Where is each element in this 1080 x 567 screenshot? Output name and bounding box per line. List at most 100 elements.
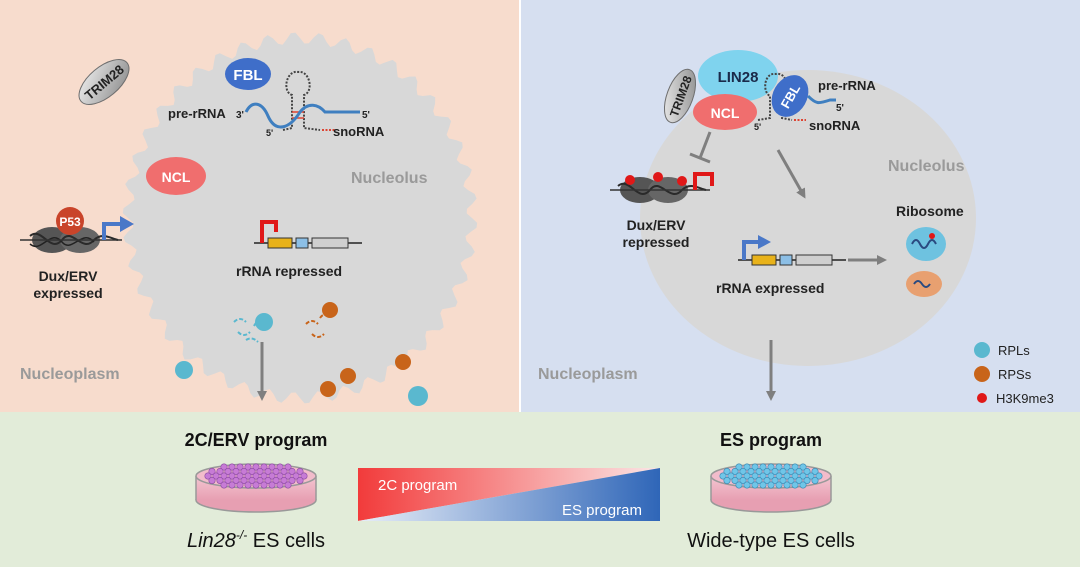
cell-dot [236, 463, 244, 471]
cell-dot [240, 476, 248, 484]
cell-dot [771, 476, 779, 484]
right-activate-arrow [776, 149, 806, 199]
cell-dot [783, 481, 791, 489]
right-nucleoplasm-label: Nucleoplasm [538, 366, 638, 383]
left-rpl-dot-1 [175, 361, 193, 379]
cell-dot [723, 476, 731, 484]
cell-dot [731, 476, 739, 484]
cell-dot [747, 467, 755, 475]
left-snorna-hairpin [282, 70, 336, 131]
left-cells-italic: Lin28 [187, 530, 236, 552]
cell-dot [256, 467, 264, 475]
cell-dot [783, 472, 791, 480]
cell-dot [248, 476, 256, 484]
cell-dot [240, 467, 248, 475]
cell-dot [767, 472, 775, 480]
left-p53: P53 [56, 207, 84, 235]
cell-dot [280, 476, 288, 484]
cell-dot [224, 476, 232, 484]
cell-dot [799, 481, 807, 489]
cell-dot [763, 476, 771, 484]
cell-dot [260, 481, 268, 489]
cell-dot [771, 467, 779, 475]
cell-dot [288, 476, 296, 484]
cell-dot [739, 467, 747, 475]
cell-dot [296, 467, 304, 475]
cell-dot [803, 476, 811, 484]
cell-dot [811, 476, 819, 484]
left-nucleolus-label: Nucleolus [351, 170, 428, 187]
left-rps-dot-1 [340, 368, 356, 384]
left-dux-line1: Dux/ERV [39, 268, 99, 284]
cell-dot [751, 463, 759, 471]
cell-dot [244, 481, 252, 489]
right-lin28-label: LIN28 [718, 69, 759, 86]
cell-dot [743, 463, 751, 471]
cell-dot [755, 476, 763, 484]
left-5prime-label-b: 5' [266, 128, 273, 138]
cell-dot [236, 481, 244, 489]
right-trim28: TRIM28 [663, 68, 697, 124]
cell-dot [779, 476, 787, 484]
cell-dot [204, 472, 212, 480]
cell-dot [288, 467, 296, 475]
legend-h3k9me3-swatch [977, 393, 987, 403]
cell-dot [743, 472, 751, 480]
program-gradient: 2C program ES program [358, 468, 660, 521]
cell-dot [268, 481, 276, 489]
cell-dot [272, 467, 280, 475]
cell-dot [220, 463, 228, 471]
left-5prime-label-a: 5' [362, 110, 370, 121]
cell-dot [276, 472, 284, 480]
right-pre-rrna-strand [806, 94, 836, 105]
cell-dot [236, 472, 244, 480]
right-dux-line1: Dux/ERV [627, 217, 687, 233]
ribosome-icon [906, 227, 946, 297]
legend: RPLs RPSs H3K9me3 [974, 342, 1054, 406]
cell-dot [775, 481, 783, 489]
cell-dot [260, 472, 268, 480]
cell-dot [272, 476, 280, 484]
legend-rps-label: RPSs [998, 367, 1032, 382]
cell-dot [787, 476, 795, 484]
left-rrna-gene [254, 220, 362, 249]
cell-dot [300, 472, 308, 480]
right-nucleolus [640, 70, 976, 366]
cell-dot [276, 463, 284, 471]
cell-dot [799, 472, 807, 480]
right-nucleolus-label: Nucleolus [888, 158, 965, 175]
left-cells-rest: ES cells [247, 530, 325, 552]
left-activate-arrow [102, 222, 122, 240]
left-rpl-dot-2 [408, 386, 428, 406]
cell-dot [260, 463, 268, 471]
cell-dot [284, 481, 292, 489]
left-trim28: TRIM28 [78, 59, 130, 105]
cell-dot [735, 481, 743, 489]
right-program-title: ES program [720, 430, 822, 450]
cell-dot [759, 472, 767, 480]
cell-dot [751, 481, 759, 489]
legend-rpl-label: RPLs [998, 343, 1030, 358]
cell-dot [775, 463, 783, 471]
cell-dot [739, 476, 747, 484]
left-rps-dot-3 [320, 381, 336, 397]
left-p53-label: P53 [59, 215, 81, 229]
cell-dot [803, 467, 811, 475]
left-chromatin [20, 227, 122, 253]
left-ncl-label: NCL [162, 169, 191, 185]
cell-dot [779, 467, 787, 475]
cell-dot [208, 476, 216, 484]
gradient-right-label: ES program [562, 502, 642, 519]
left-rrna-label: rRNA repressed [236, 263, 342, 279]
left-snorna-label: snoRNA [333, 124, 385, 139]
left-3prime-label: 3' [236, 110, 244, 121]
cell-dot [212, 472, 220, 480]
cell-dot [783, 463, 791, 471]
right-inhibit-line [689, 131, 712, 164]
cell-dot [280, 467, 288, 475]
cell-dot [719, 472, 727, 480]
left-petri-dish [195, 463, 317, 513]
cell-dot [759, 463, 767, 471]
cell-dot [216, 467, 224, 475]
